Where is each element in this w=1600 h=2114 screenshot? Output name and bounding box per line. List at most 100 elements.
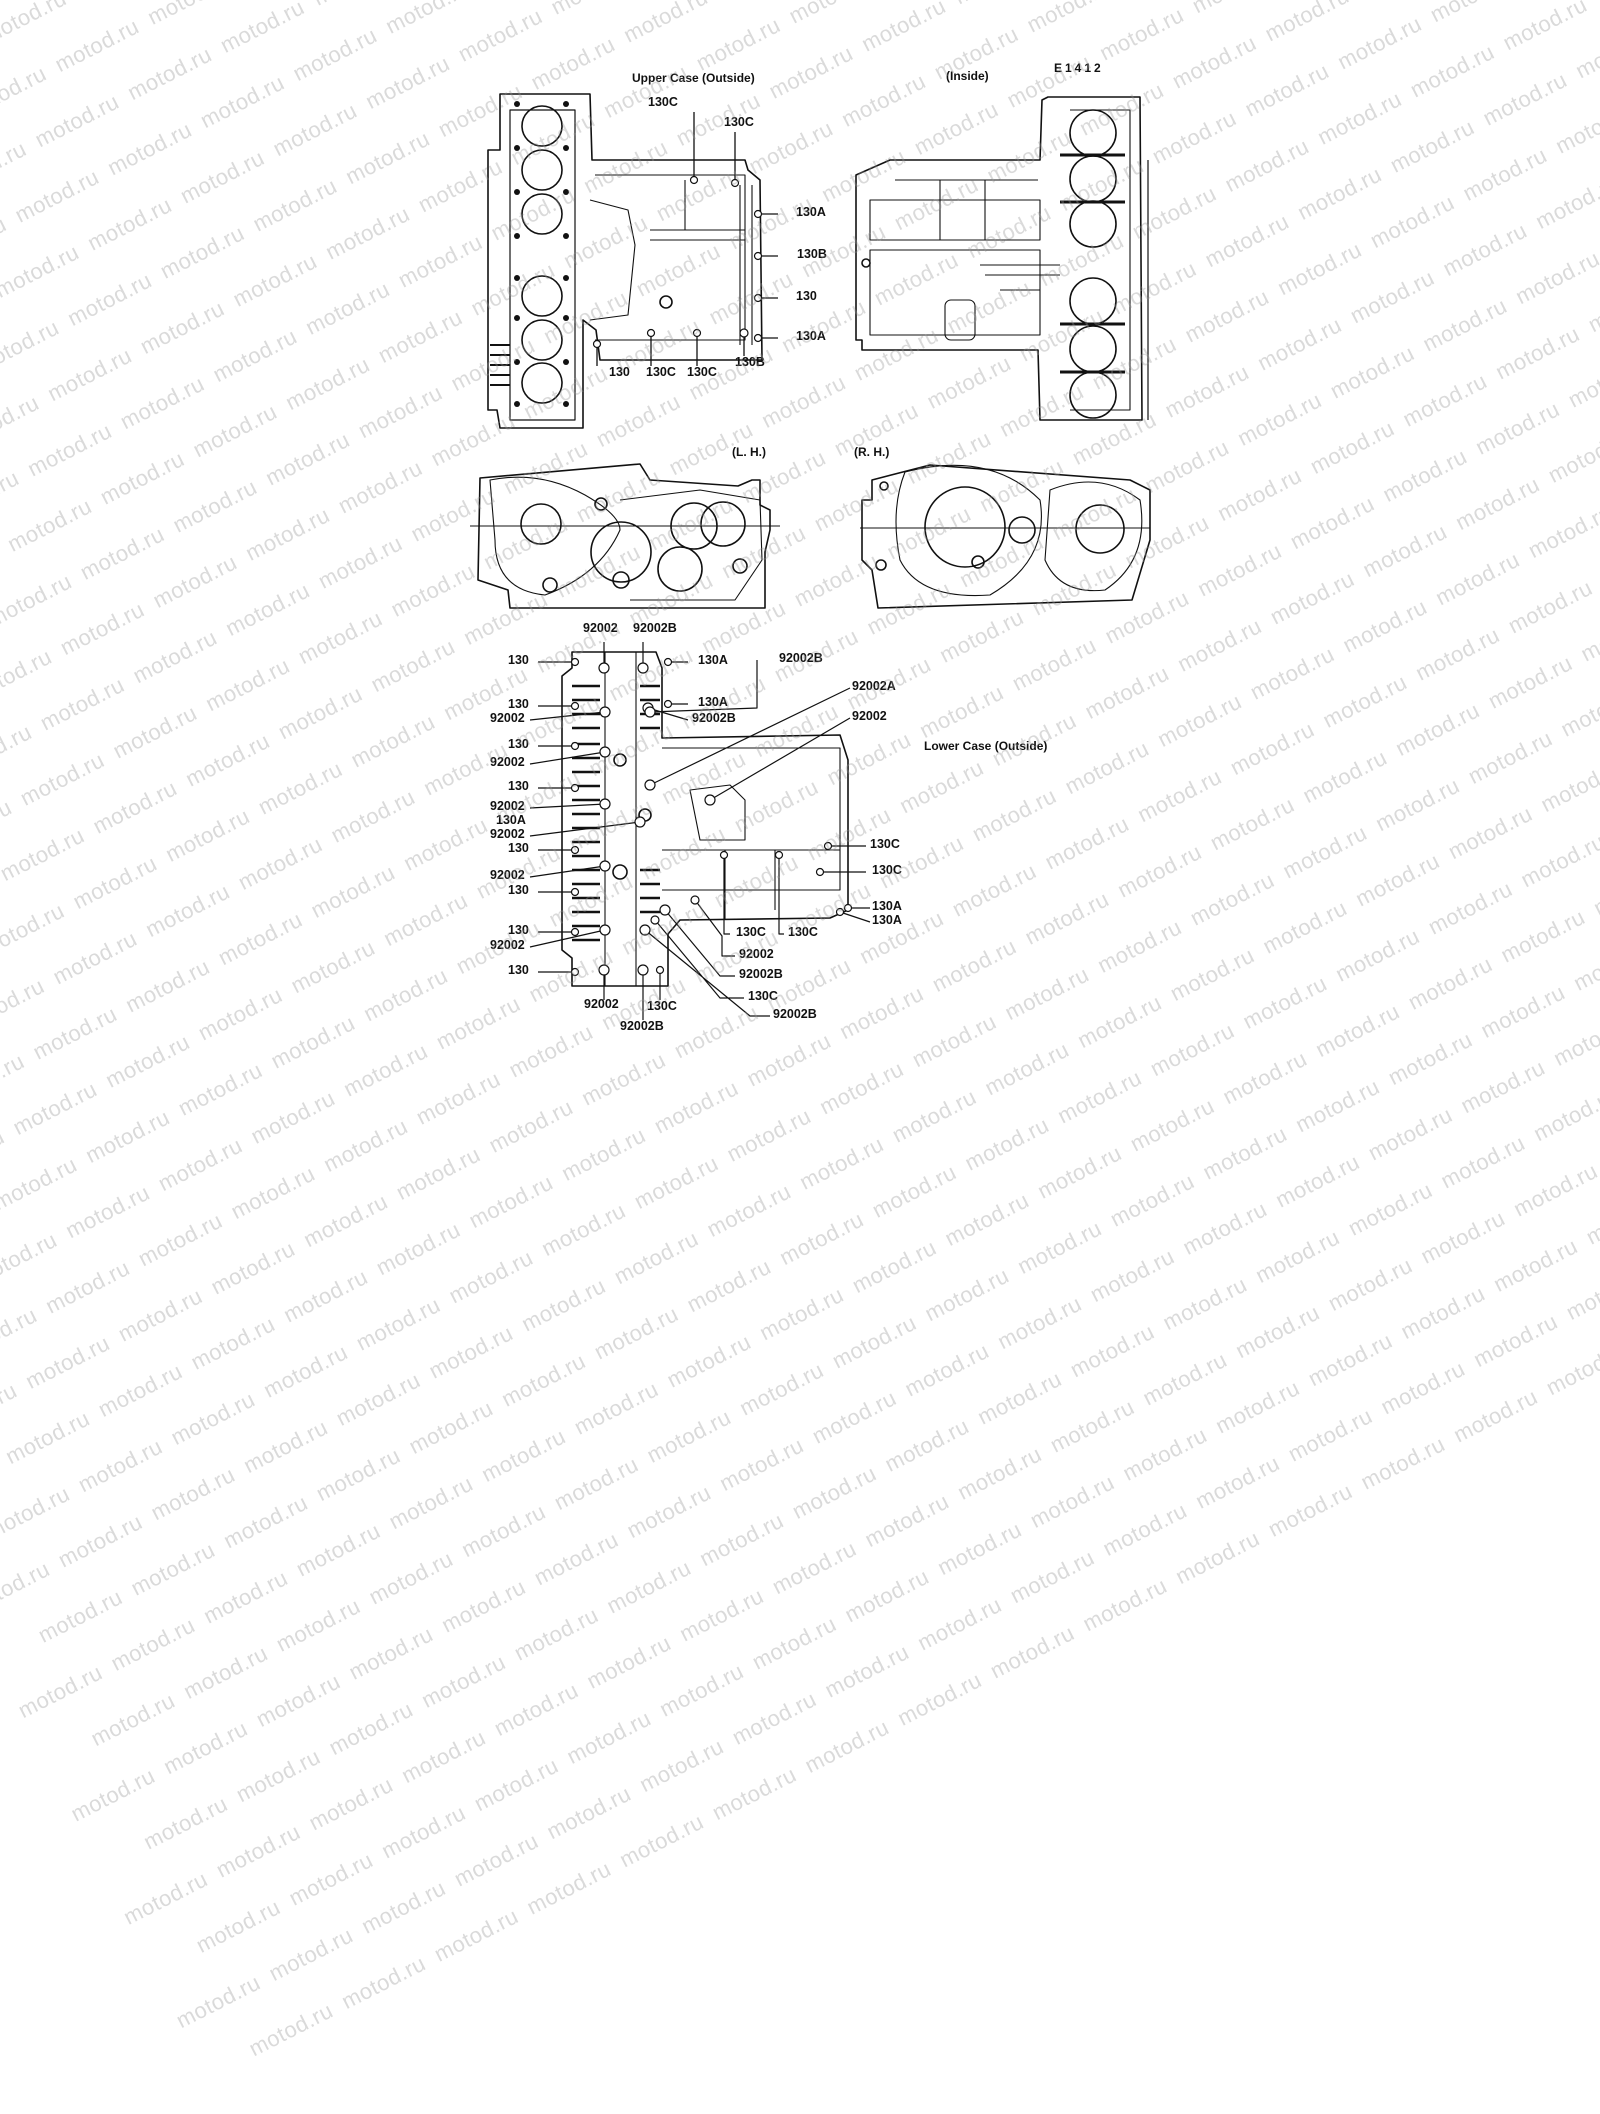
lower-part-callout: 130C	[736, 926, 766, 939]
lower-part-callout: 92002	[583, 622, 618, 635]
watermark-text: motod.ru	[497, 1342, 601, 1412]
watermark-text: motod.ru	[1324, 1246, 1428, 1316]
watermark-text: motod.ru	[74, 1428, 178, 1498]
watermark-text: motod.ru	[735, 1351, 839, 1421]
watermark-text: motod.ru	[623, 1474, 727, 1544]
watermark-text: motod.ru	[477, 1417, 581, 1487]
watermark-text: motod.ru	[635, 1728, 739, 1798]
watermark-text: motod.ru	[550, 1446, 654, 1516]
watermark-text: motod.ru	[54, 1503, 158, 1573]
watermark-text: motod.ru	[332, 1361, 436, 1431]
watermark-text: motod.ru	[252, 1662, 356, 1732]
lower-part-callout: 130A	[496, 814, 526, 827]
watermark-text: motod.ru	[1191, 1444, 1295, 1514]
lower-case-outside-title: Lower Case (Outside)	[924, 740, 1047, 752]
watermark-text: motod.ru	[921, 1257, 1025, 1327]
watermark-text: motod.ru	[583, 1624, 687, 1694]
watermark-text: motod.ru	[1231, 1294, 1335, 1364]
watermark-text: motod.ru	[603, 1549, 707, 1619]
lower-part-callout: 130	[508, 654, 529, 667]
watermark-text: motod.ru	[893, 1661, 997, 1731]
watermark-text: motod.ru	[127, 1531, 231, 1601]
upper-part-callout: 130B	[735, 356, 765, 369]
lower-part-callout: 92002	[490, 756, 525, 769]
watermark-text: motod.ru	[272, 1587, 376, 1657]
watermark-text: motod.ru	[187, 1305, 291, 1375]
watermark-text: motod.ru	[14, 1654, 118, 1724]
watermark-text: motod.ru	[87, 1682, 191, 1752]
watermark-text: motod.ru	[1086, 1238, 1190, 1308]
watermark-text: motod.ru	[345, 1615, 449, 1685]
watermark-text: motod.ru	[457, 1493, 561, 1563]
watermark-text: motod.ru	[21, 1324, 125, 1394]
watermark-text: motod.ru	[643, 1398, 747, 1468]
lower-part-callout: 92002	[490, 712, 525, 725]
watermark-text: motod.ru	[357, 1869, 461, 1939]
watermark-text: motod.ru	[1066, 1313, 1170, 1383]
upper-case-outside-title: Upper Case (Outside)	[632, 72, 755, 84]
watermark-text: motod.ru	[212, 1813, 316, 1883]
watermark-text: motod.ru	[973, 1360, 1077, 1430]
watermark-text: motod.ru	[563, 1699, 667, 1769]
watermark-text: motod.ru	[114, 1277, 218, 1347]
watermark-text: motod.ru	[901, 1332, 1005, 1402]
upper-case-inside-drawing	[856, 97, 1148, 420]
watermark-text: motod.ru	[0, 1193, 1, 1263]
watermark-text: motod.ru	[933, 1511, 1037, 1581]
lower-part-callout: 130A	[872, 914, 902, 927]
figure-code: E1412	[1054, 62, 1104, 74]
upper-part-callout: 130C	[648, 96, 678, 109]
right-hand-side-drawing	[860, 465, 1150, 608]
watermark-text: motod.ru	[537, 1192, 641, 1262]
watermark-text: motod.ru	[0, 1296, 53, 1366]
watermark-text: motod.ru	[993, 1285, 1097, 1355]
upper-part-callout: 130	[609, 366, 630, 379]
right-hand-title: (R. H.)	[854, 446, 889, 458]
watermark-text: motod.ru	[510, 1596, 614, 1666]
watermark-text: motod.ru	[490, 1671, 594, 1741]
lower-part-callout: 92002	[490, 939, 525, 952]
watermark-text: motod.ru	[683, 1248, 787, 1318]
lower-part-callout: 130C	[870, 838, 900, 851]
watermark-text: motod.ru	[352, 1286, 456, 1356]
watermark-text: motod.ru	[808, 1379, 912, 1449]
watermark-text: motod.ru	[0, 1221, 73, 1291]
lower-part-callout: 92002	[490, 800, 525, 813]
lower-part-callout: 130	[508, 698, 529, 711]
watermark-text: motod.ru	[610, 1220, 714, 1290]
lower-part-callout: 130C	[647, 1000, 677, 1013]
watermark-text: motod.ru	[1489, 1227, 1593, 1297]
watermark-text: motod.ru	[728, 1680, 832, 1750]
watermark-text: motod.ru	[775, 1201, 879, 1271]
watermark-text: motod.ru	[437, 1568, 541, 1638]
watermark-text: motod.ru	[1179, 1190, 1283, 1260]
watermark-text: motod.ru	[821, 1633, 925, 1703]
watermark-text: motod.ru	[199, 1559, 303, 1629]
watermark-text: motod.ru	[1171, 1520, 1275, 1590]
watermark-text: motod.ru	[590, 1295, 694, 1365]
watermark-text: motod.ru	[405, 1389, 509, 1459]
lower-part-callout: 130	[508, 780, 529, 793]
watermark-text: motod.ru	[134, 1202, 238, 1272]
lower-part-callout: 130C	[748, 990, 778, 1003]
watermark-text: motod.ru	[755, 1276, 859, 1346]
watermark-text: motod.ru	[232, 1738, 336, 1808]
upper-part-callout: 130B	[797, 248, 827, 261]
watermark-text: motod.ru	[470, 1747, 574, 1817]
lower-part-callout: 92002B	[773, 1008, 817, 1021]
lower-part-callout: 92002B	[620, 1020, 664, 1033]
watermark-text: motod.ru	[417, 1643, 521, 1713]
watermark-text: motod.ru	[67, 1757, 171, 1827]
watermark-text: motod.ru	[1139, 1341, 1243, 1411]
upper-part-callout: 130C	[687, 366, 717, 379]
lower-part-callout: 92002B	[692, 712, 736, 725]
upper-part-callout: 130C	[646, 366, 676, 379]
watermark-text: motod.ru	[881, 1407, 985, 1477]
watermark-text: motod.ru	[377, 1794, 481, 1864]
watermark-text: motod.ru	[179, 1634, 283, 1704]
watermark-text: motod.ru	[159, 1710, 263, 1780]
lower-part-callout: 92002	[490, 828, 525, 841]
lower-part-callout: 130	[508, 884, 529, 897]
watermark-text: motod.ru	[530, 1521, 634, 1591]
watermark-text: motod.ru	[0, 1475, 86, 1545]
